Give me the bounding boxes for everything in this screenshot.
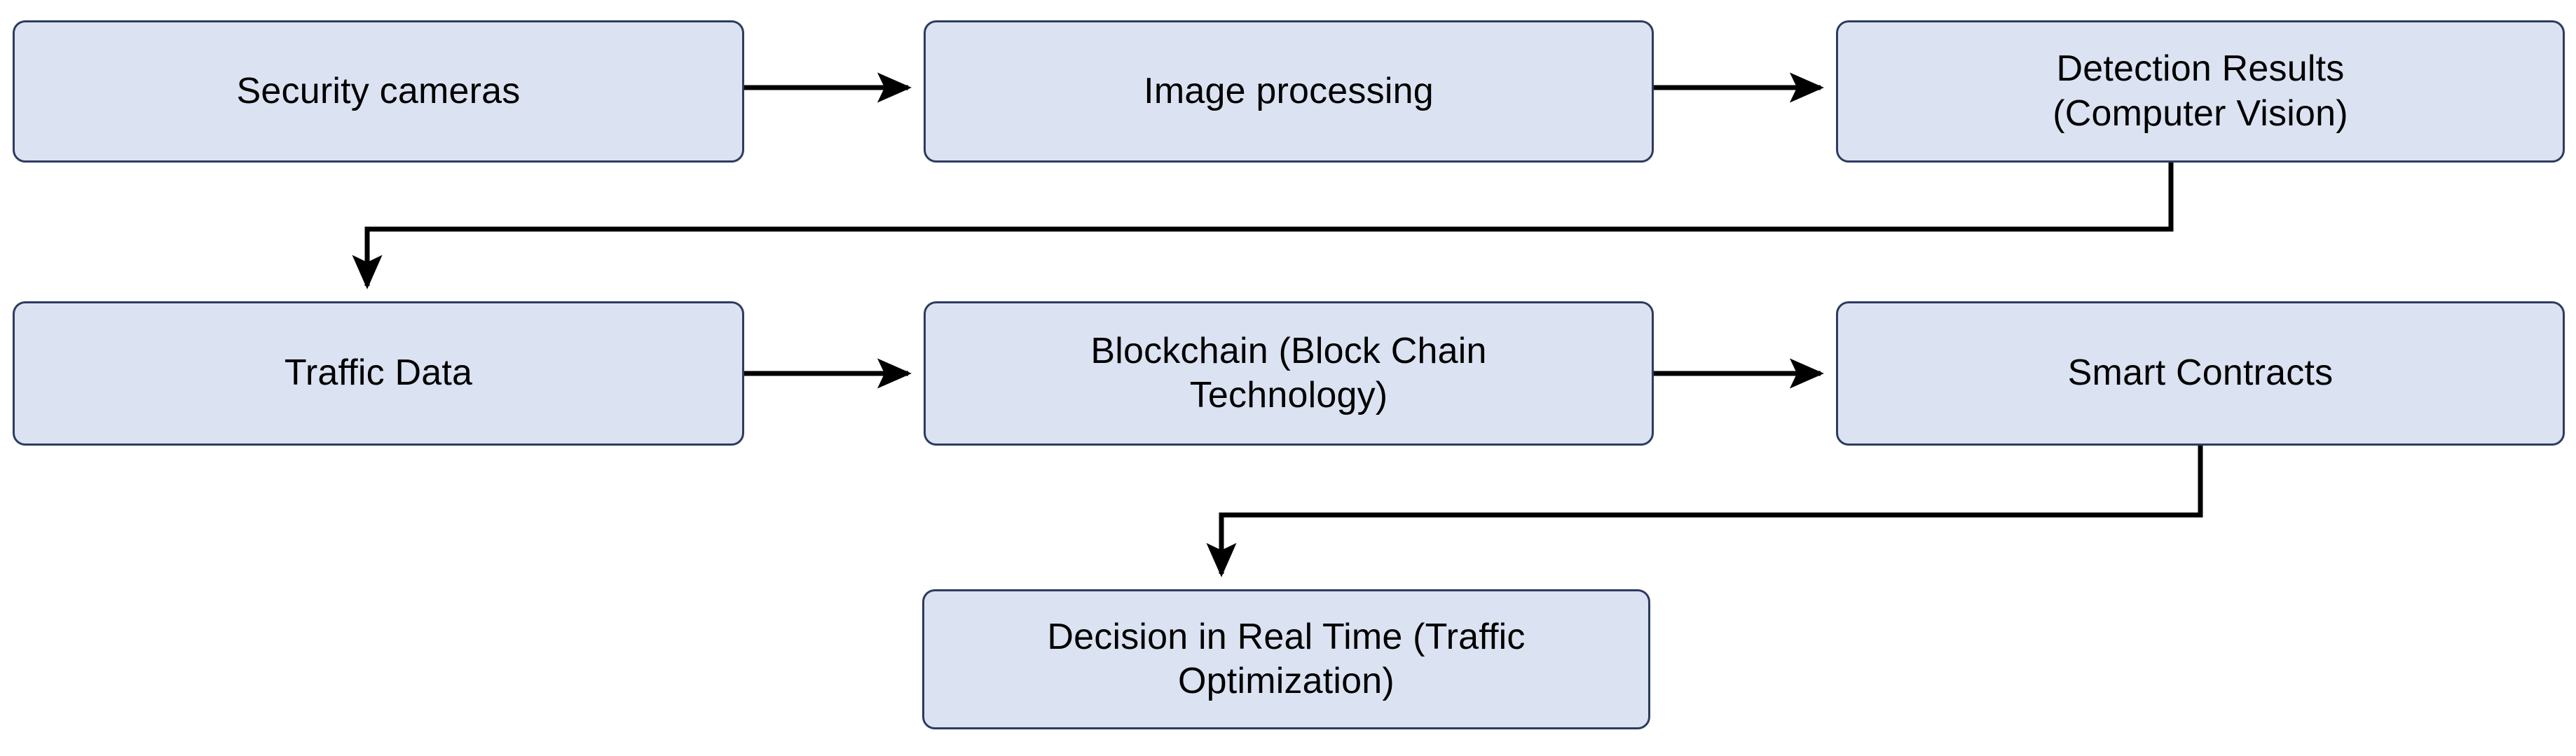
node-decision-real-time[interactable]: Decision in Real Time (Traffic Optimizat… [922,589,1650,729]
node-image-processing[interactable]: Image processing [924,20,1654,163]
edge-smart-contracts-to-decision [1206,446,2203,577]
node-label-blockchain: Blockchain (Block Chain Technology) [1090,330,1487,415]
node-security-cameras[interactable]: Security cameras [13,20,744,163]
node-detection-results[interactable]: Detection Results (Computer Vision) [1836,20,2565,163]
node-label-decision-real-time: Decision in Real Time (Traffic Optimizat… [1047,616,1526,701]
node-smart-contracts[interactable]: Smart Contracts [1836,301,2565,446]
node-label-smart-contracts: Smart Contracts [2067,352,2334,394]
node-blockchain[interactable]: Blockchain (Block Chain Technology) [924,301,1654,446]
node-label-security-cameras: Security cameras [236,70,521,111]
edge-detection-to-traffic-data [352,163,2174,289]
node-traffic-data[interactable]: Traffic Data [13,301,744,446]
node-label-traffic-data: Traffic Data [284,352,473,394]
node-label-image-processing: Image processing [1144,70,1434,111]
node-label-detection-results: Detection Results (Computer Vision) [2053,48,2348,134]
